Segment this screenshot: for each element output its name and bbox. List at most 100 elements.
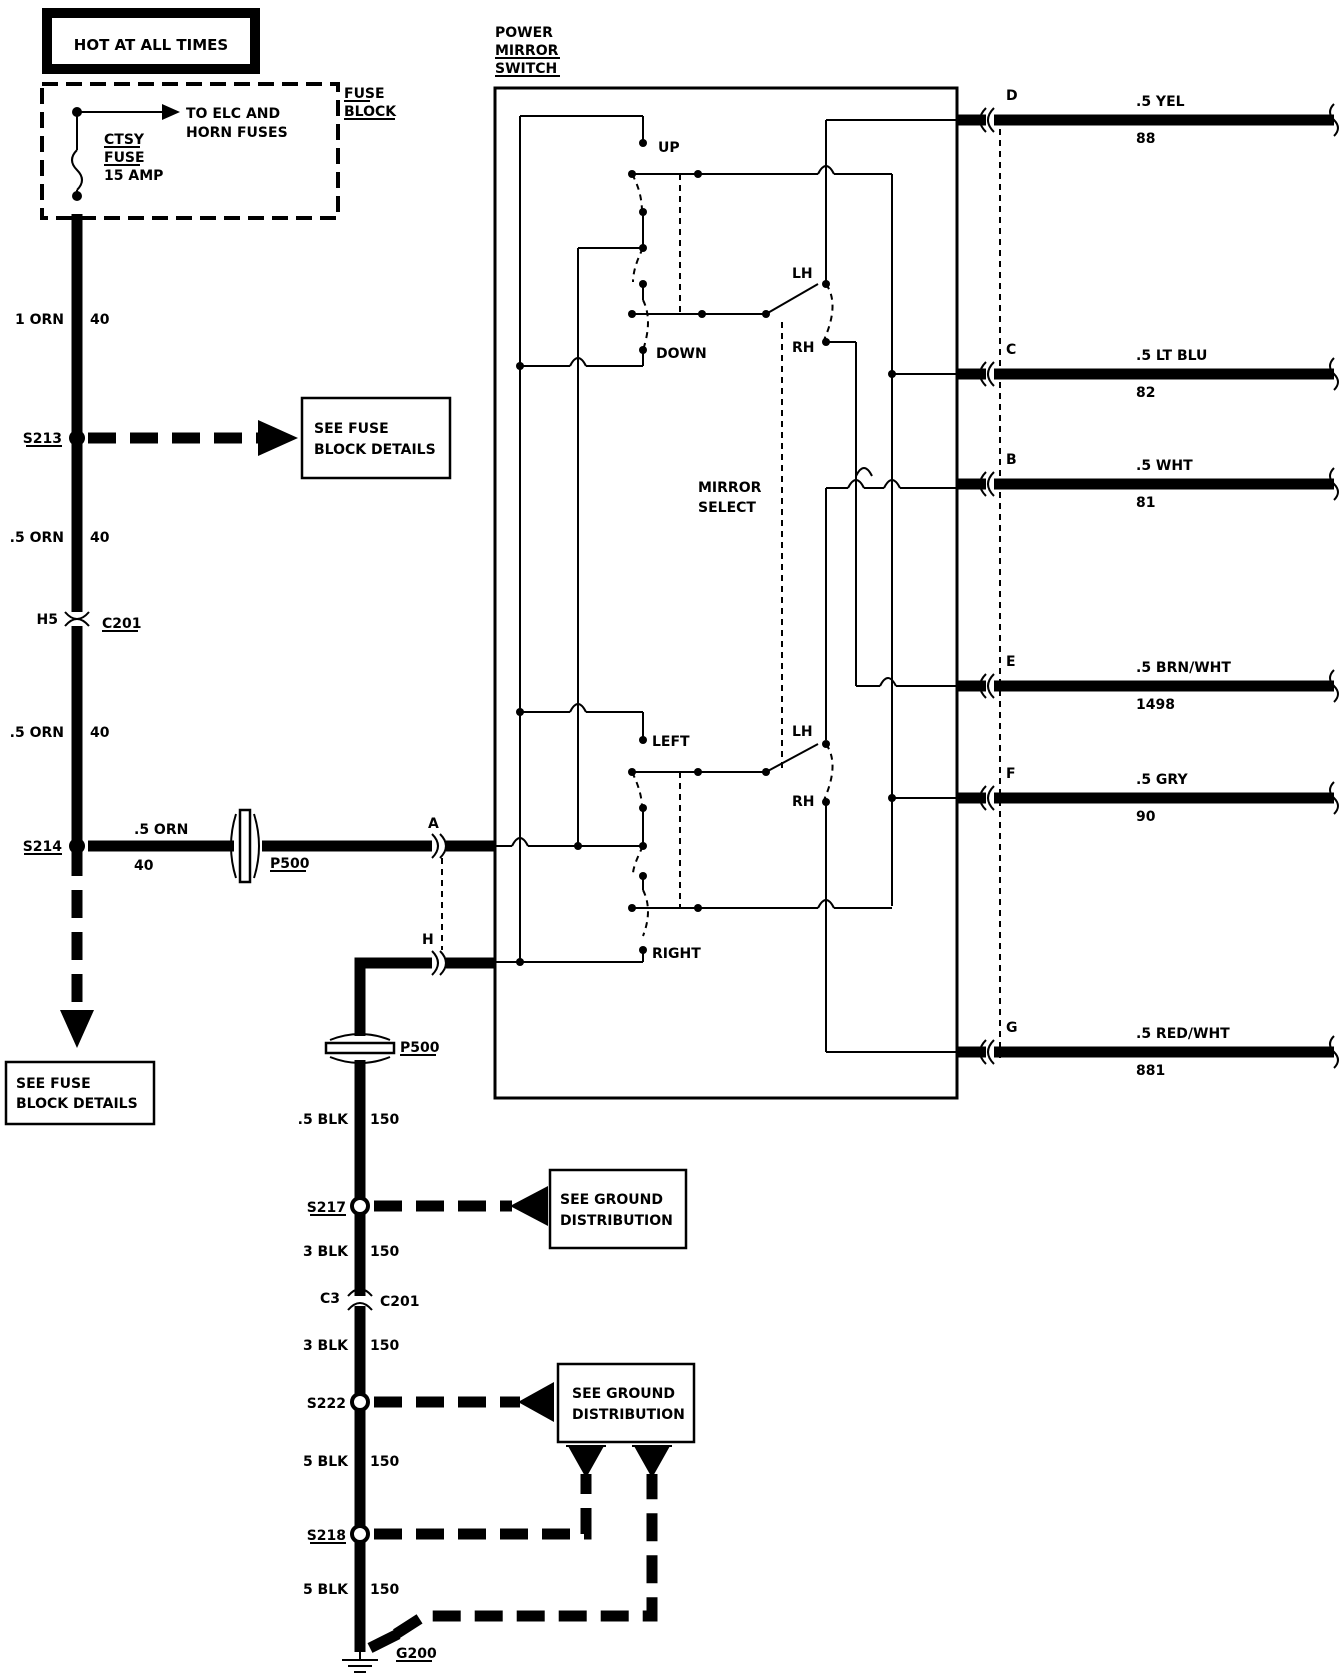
selector-lh-label-2: LH — [792, 724, 813, 740]
feed-wire-circuit-40 — [60, 214, 94, 1048]
wire-f-circuit: 90 — [1136, 809, 1156, 825]
p500-label-a: P500 — [270, 856, 310, 872]
fuse-block-label-1: FUSE — [344, 86, 385, 102]
wire-c-gauge: .5 LT BLU — [1136, 348, 1207, 364]
p500-label-b: P500 — [400, 1040, 440, 1056]
wire-f-gauge: .5 GRY — [1136, 772, 1188, 788]
arrow-up-icon — [634, 1446, 670, 1478]
see-fuse-block-box-1: SEE FUSE BLOCK DETAILS — [300, 396, 452, 480]
splice-s217 — [350, 1196, 370, 1216]
see-ground-1-line2: DISTRIBUTION — [560, 1213, 673, 1229]
ground-icon — [342, 1652, 378, 1673]
wire-d-circuit: 88 — [1136, 131, 1155, 147]
right-wire-g: G .5 RED/WHT 881 — [957, 1020, 1339, 1079]
right-wire-f: F .5 GRY 90 — [957, 766, 1339, 825]
wire-gauge-2: .5 ORN — [10, 530, 64, 546]
splice-s217-label: S217 — [307, 1200, 346, 1216]
splice-s218-label: S218 — [307, 1528, 346, 1544]
wire-circuit-1: 40 — [90, 312, 110, 328]
wire-circuit-3: 40 — [90, 725, 110, 741]
p500-connector-b — [324, 1033, 396, 1064]
see-fuse-block-1-line2: BLOCK DETAILS — [314, 442, 436, 458]
fuse-block-label-2: BLOCK — [344, 104, 397, 120]
pin-h-label: H — [422, 932, 434, 948]
switch-title-3: SWITCH — [495, 61, 557, 77]
p500-connector-a — [230, 808, 260, 884]
see-fuse-block-2-line2: BLOCK DETAILS — [16, 1096, 138, 1112]
switch-down-label: DOWN — [656, 346, 707, 362]
fuse-rating: 15 AMP — [104, 168, 163, 184]
fuse-name: CTSY — [104, 132, 145, 148]
see-fuse-block-2-line1: SEE FUSE — [16, 1076, 91, 1092]
selector-rh-label-1: RH — [792, 340, 815, 356]
arrow-up-icon — [568, 1446, 604, 1478]
wire-g-circuit: 881 — [1136, 1063, 1165, 1079]
switch-left-label: LEFT — [652, 734, 690, 750]
splice-s214 — [69, 838, 85, 854]
pin-a-label: A — [428, 816, 439, 832]
switch-right-label: RIGHT — [652, 946, 701, 962]
see-ground-1-line1: SEE GROUND — [560, 1192, 663, 1208]
switch-title-1: POWER — [495, 25, 553, 41]
wire-e-circuit: 1498 — [1136, 697, 1175, 713]
see-ground-2-line2: DISTRIBUTION — [572, 1407, 685, 1423]
c201-pin-h5: H5 — [37, 612, 58, 628]
c201-pin-c3: C3 — [320, 1291, 340, 1307]
selector-lh-label-1: LH — [792, 266, 813, 282]
ground-wire-gauge-4: 5 BLK — [303, 1454, 349, 1470]
ground-wire-circuit-5: 150 — [370, 1582, 399, 1598]
wire-b-gauge: .5 WHT — [1136, 458, 1193, 474]
arrow-right-icon — [162, 104, 180, 120]
ground-wire-gauge-3: 3 BLK — [303, 1338, 349, 1354]
splice-s222 — [350, 1392, 370, 1412]
pin-e-label: E — [1006, 654, 1016, 670]
ground-g200-label: G200 — [396, 1646, 437, 1662]
wire-gauge-3: .5 ORN — [10, 725, 64, 741]
c201-lower-label: C201 — [380, 1294, 420, 1310]
fuse-block: FUSE BLOCK CTSY FUSE 15 AMP TO ELC AND H… — [40, 82, 397, 220]
ground-wire-circuit-2: 150 — [370, 1244, 399, 1260]
ground-wire-circuit-4: 150 — [370, 1454, 399, 1470]
wire-d-gauge: .5 YEL — [1136, 94, 1185, 110]
right-wire-c: C .5 LT BLU 82 — [957, 342, 1339, 401]
splice-s213 — [69, 430, 85, 446]
wire-circuit-2: 40 — [90, 530, 110, 546]
ground-wire-gauge-2: 3 BLK — [303, 1244, 349, 1260]
arrow-right-icon — [258, 420, 298, 456]
switch-internal-wiring — [495, 115, 957, 1053]
see-fuse-block-1-line1: SEE FUSE — [314, 421, 389, 437]
pin-d-label: D — [1006, 88, 1018, 104]
arrow-left-icon — [518, 1382, 554, 1422]
mirror-select-label-1: MIRROR — [698, 480, 762, 496]
wire-e-gauge: .5 BRN/WHT — [1136, 660, 1231, 676]
right-wire-e: E .5 BRN/WHT 1498 — [957, 654, 1339, 713]
elc-feed-label-1: TO ELC AND — [186, 106, 280, 122]
c201-upper-label: C201 — [102, 616, 142, 632]
mirror-select-label-2: SELECT — [698, 500, 756, 516]
wire-b-circuit: 81 — [1136, 495, 1155, 511]
hot-at-all-times-box: HOT AT ALL TIMES — [42, 8, 260, 74]
splice-s222-label: S222 — [307, 1396, 346, 1412]
pin-c-label: C — [1006, 342, 1016, 358]
ground-wire-circuit-1: 150 — [370, 1112, 399, 1128]
switch-up-label: UP — [658, 140, 680, 156]
wire-g-gauge: .5 RED/WHT — [1136, 1026, 1230, 1042]
pin-f-label: F — [1006, 766, 1016, 782]
wire-c-circuit: 82 — [1136, 385, 1155, 401]
arrow-down-icon — [60, 1010, 94, 1048]
feed-wire-gauge: .5 ORN — [134, 822, 188, 838]
arrow-left-icon — [510, 1186, 548, 1226]
splice-s218 — [350, 1524, 370, 1544]
hot-at-all-times-label: HOT AT ALL TIMES — [74, 36, 228, 54]
see-ground-distribution-box-2: SEE GROUND DISTRIBUTION — [556, 1362, 696, 1444]
fuse-icon — [71, 149, 83, 191]
see-ground-distribution-box-1: SEE GROUND DISTRIBUTION — [548, 1168, 688, 1250]
see-fuse-block-box-2: SEE FUSE BLOCK DETAILS — [4, 1060, 156, 1126]
pin-g-label: G — [1006, 1020, 1018, 1036]
ground-wire-gauge-1: .5 BLK — [298, 1112, 350, 1128]
wire-gauge-1: 1 ORN — [15, 312, 64, 328]
splice-s214-label: S214 — [23, 839, 63, 855]
right-wire-d: D .5 YEL 88 — [957, 88, 1339, 147]
selector-rh-label-2: RH — [792, 794, 815, 810]
